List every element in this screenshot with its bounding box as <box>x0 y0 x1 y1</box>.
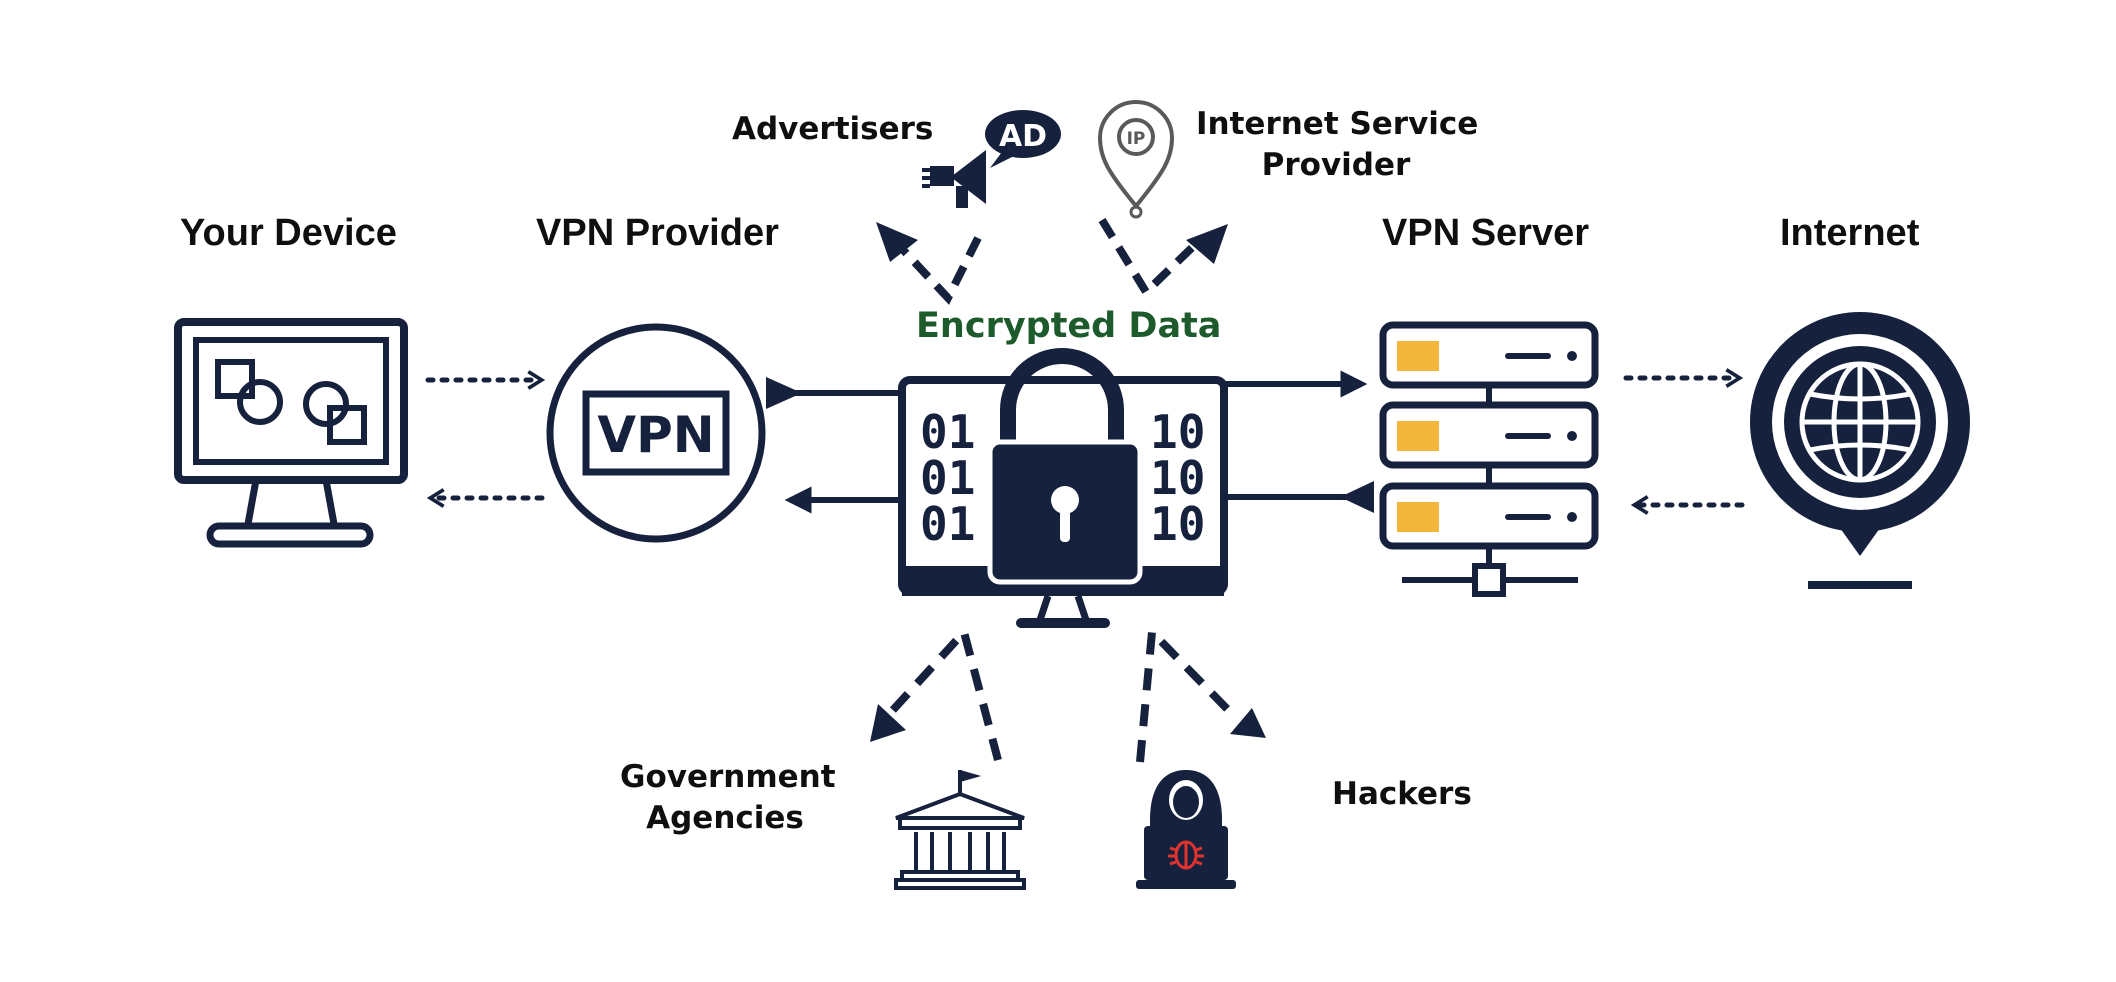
binary-left-1: 01 <box>920 405 975 459</box>
label-hackers: Hackers <box>1332 776 1472 812</box>
binary-left-2: 01 <box>920 451 975 505</box>
isp-ip-pin-icon: IP <box>1097 100 1175 219</box>
vpn-server-icon <box>1379 321 1599 597</box>
arrowhead-enc-to-vpn <box>766 377 802 409</box>
label-gov-line1: Government <box>620 759 836 795</box>
ad-bubble-text: AD <box>999 119 1047 154</box>
label-government-agencies: Government Agencies <box>620 757 836 839</box>
arrow-to-hackers <box>1136 623 1266 763</box>
binary-right-3: 10 <box>1150 497 1205 551</box>
government-building-icon <box>894 770 1026 890</box>
binary-right-2: 10 <box>1150 451 1205 505</box>
arrow-to-government <box>870 623 1002 762</box>
device-monitor-icon <box>174 318 408 548</box>
label-encrypted-data: Encrypted Data <box>916 306 1222 346</box>
vpn-badge-text: VPN <box>597 406 714 464</box>
label-gov-line2: Agencies <box>646 800 804 836</box>
encrypted-computer-icon: 01 01 01 10 10 10 <box>898 348 1228 628</box>
arrowhead-server-to-enc <box>1340 481 1374 513</box>
label-vpn-server: VPN Server <box>1382 212 1590 254</box>
binary-right-1: 10 <box>1150 405 1205 459</box>
label-advertisers: Advertisers <box>732 111 934 147</box>
ip-pin-text: IP <box>1127 129 1146 149</box>
advertisers-icon: AD <box>922 110 1061 208</box>
vpn-provider-icon: VPN <box>546 323 766 543</box>
arrow-to-isp <box>1098 217 1228 299</box>
label-isp: Internet Service Provider <box>1196 104 1479 186</box>
label-isp-line2: Provider <box>1261 147 1411 183</box>
arrow-to-advertisers <box>876 222 982 305</box>
binary-left-3: 01 <box>920 497 975 551</box>
label-vpn-provider: VPN Provider <box>536 212 779 254</box>
internet-globe-icon <box>1750 312 1970 589</box>
label-your-device: Your Device <box>180 212 397 254</box>
label-internet: Internet <box>1780 212 1920 254</box>
label-isp-line1: Internet Service <box>1196 106 1479 142</box>
hacker-icon <box>1136 770 1236 889</box>
padlock-icon <box>987 348 1143 585</box>
